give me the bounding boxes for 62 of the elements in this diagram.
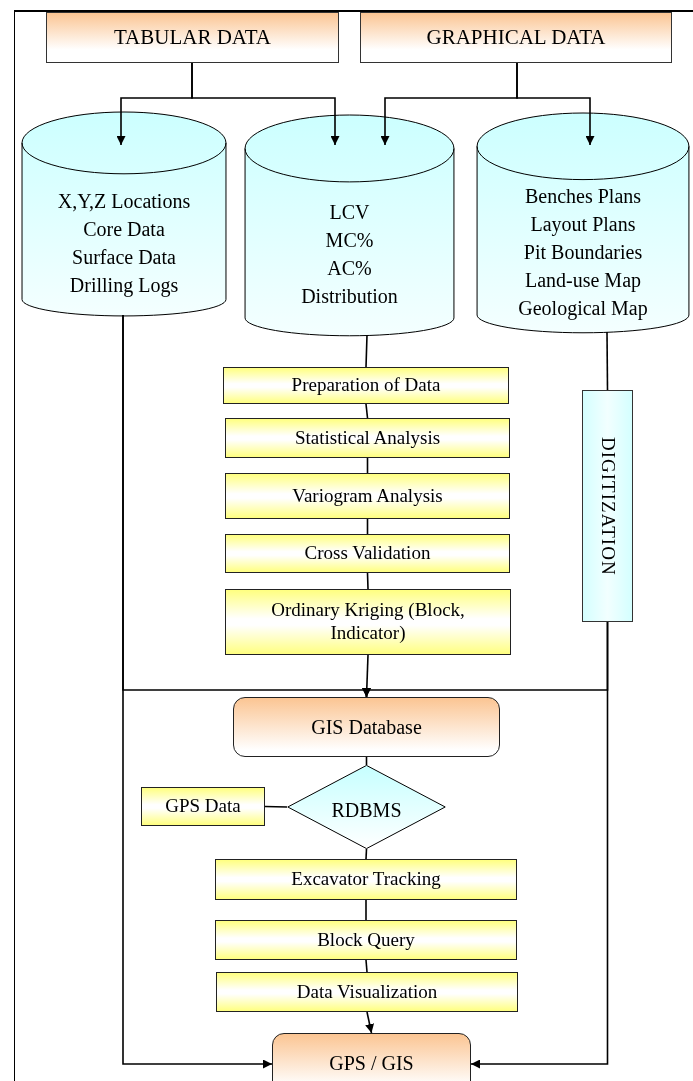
process-box: [225, 534, 510, 573]
connector: [365, 959, 368, 973]
database-item: LCV: [329, 200, 370, 225]
box-label: Excavator Tracking: [291, 868, 441, 891]
database-item: Core Data: [83, 216, 165, 242]
data-source-box: [360, 12, 672, 63]
box-label: GPS / GIS: [329, 1051, 414, 1075]
process-box: [225, 418, 510, 458]
connector: [122, 314, 273, 1069]
database-cylinder: [21, 112, 227, 318]
connector: [606, 331, 609, 391]
database-cylinder: [244, 115, 455, 338]
box-label: DIGITIZATION: [596, 436, 619, 576]
box-label: Statistical Analysis: [294, 426, 441, 450]
decision-diamond: [287, 765, 446, 849]
box-label: RDBMS: [331, 798, 402, 822]
process-box: [225, 589, 511, 655]
connector: [366, 518, 369, 535]
connector: [365, 334, 368, 368]
database-item: AC%: [327, 256, 372, 281]
process-box: [582, 390, 633, 622]
database-item: Land-use Map: [524, 267, 642, 294]
connector: [365, 1011, 374, 1034]
box-label: Variogram Analysis: [292, 484, 443, 508]
connector: [366, 572, 369, 590]
database-item: Drilling Logs: [69, 272, 179, 299]
connector: [516, 62, 595, 146]
box-label: TABULAR DATA: [113, 24, 272, 51]
database-item: Benches Plans: [524, 183, 642, 209]
database-item: Geological Map: [518, 295, 648, 322]
box-label: GIS Database: [311, 715, 422, 739]
connector: [365, 899, 367, 921]
box-label: GRAPHICAL DATA: [426, 24, 606, 51]
box-label: Preparation of Data: [291, 374, 441, 397]
box-label: Cross Validation: [304, 542, 431, 565]
database-item: X,Y,Z Locations: [57, 188, 191, 214]
process-box: [225, 473, 510, 519]
rounded-box: [233, 697, 500, 757]
rounded-box: [272, 1033, 471, 1081]
process-box: [141, 787, 265, 826]
database-item: Layout Plans: [530, 211, 636, 238]
database-item: MC%: [325, 228, 374, 253]
process-box: [215, 859, 517, 900]
connector: [365, 403, 369, 419]
process-box: [223, 367, 509, 404]
database-cylinder: [476, 113, 690, 335]
box-label: Ordinary Kriging (Block, Indicator): [270, 599, 466, 645]
process-box: [216, 972, 518, 1012]
connector: [264, 805, 288, 808]
connector: [365, 756, 368, 766]
database-item: Surface Data: [72, 244, 176, 270]
database-item: Pit Boundaries: [523, 239, 643, 265]
box-label: Data Visualization: [296, 980, 438, 1004]
connector: [366, 457, 369, 474]
box-label: Block Query: [317, 928, 415, 952]
data-source-box: [46, 12, 339, 63]
box-label: GPS Data: [165, 795, 241, 818]
connector: [365, 848, 368, 860]
connector: [470, 621, 609, 1069]
connector: [191, 62, 340, 146]
process-box: [215, 920, 517, 960]
database-item: Distribution: [301, 284, 398, 309]
